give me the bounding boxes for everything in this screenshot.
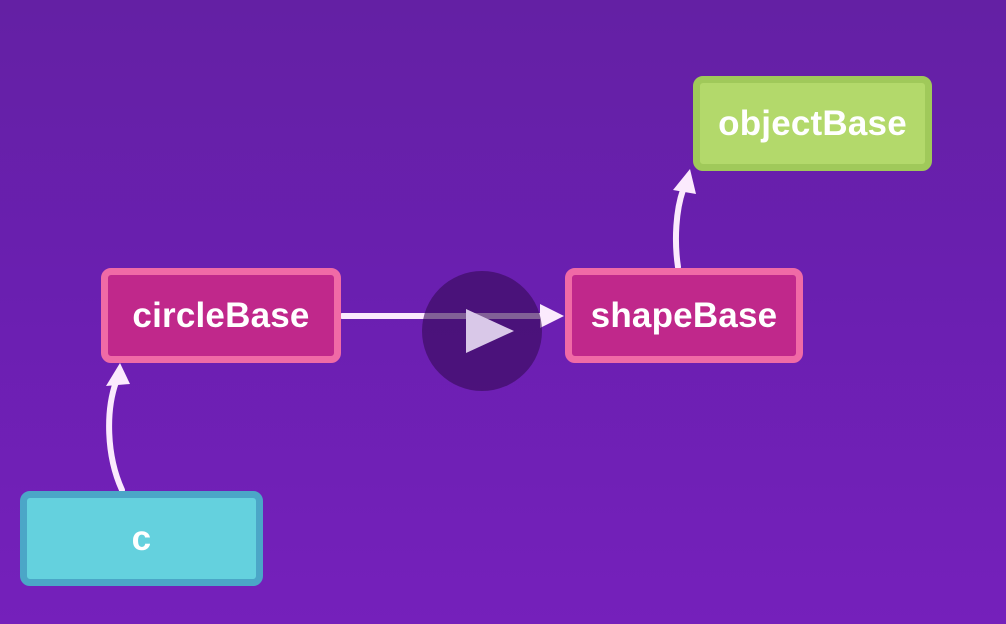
edge-c-to-circlebase (106, 379, 125, 493)
node-shapebase: shapeBase (565, 268, 803, 363)
edge-shapebase-to-objectbase (672, 187, 686, 270)
node-shapebase-label: shapeBase (590, 296, 778, 335)
arrowhead-c-to-circlebase (106, 363, 130, 386)
arrowhead-circlebase-to-shapebase (540, 304, 564, 328)
arrowhead-shapebase-to-objectbase (673, 169, 696, 194)
play-icon (466, 309, 514, 353)
node-objectbase: objectBase (693, 76, 932, 171)
node-objectbase-label: objectBase (718, 104, 907, 143)
node-c-label: c (131, 519, 152, 558)
node-c: c (20, 491, 263, 586)
node-circlebase-label: circleBase (132, 296, 310, 335)
node-circlebase: circleBase (101, 268, 341, 363)
play-button[interactable] (422, 271, 542, 391)
